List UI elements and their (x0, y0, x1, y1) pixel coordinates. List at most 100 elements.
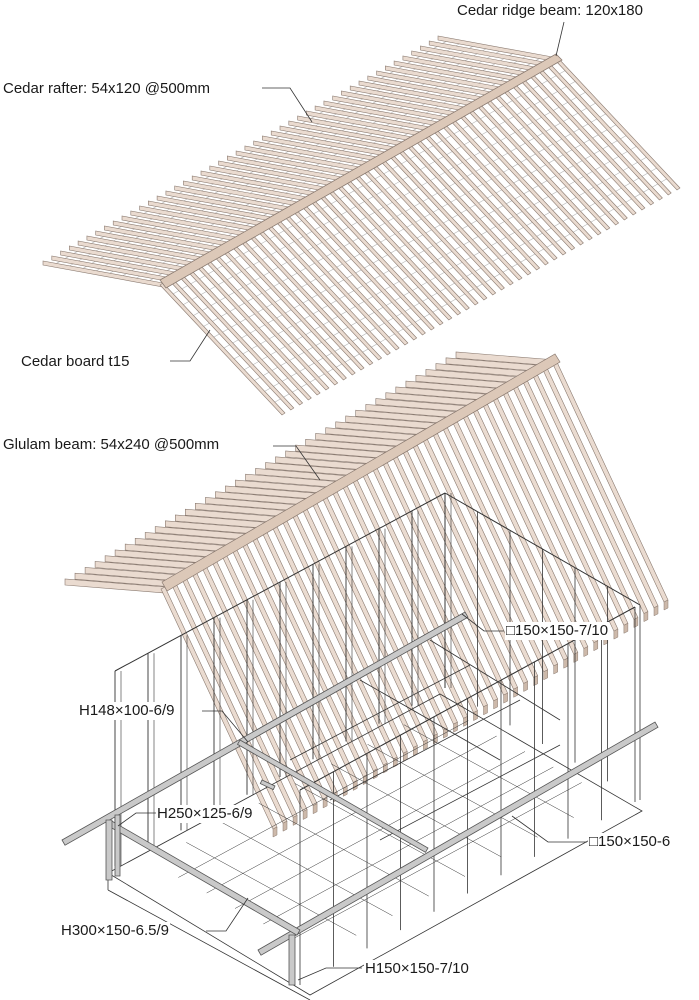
glulam-beam-end (282, 820, 288, 832)
label-ridge-beam: Cedar ridge beam: 120x180 (456, 2, 644, 20)
cedar-rafter-right (414, 137, 541, 271)
label-square-tube-mid: □150×150-6 (588, 833, 672, 851)
label-h300-beam: H300×150-6.5/9 (60, 922, 171, 940)
cedar-board-line (223, 122, 620, 349)
cedar-rafter-right (308, 197, 435, 331)
glulam-ridge (161, 353, 561, 592)
glulam-beam-end (643, 611, 649, 623)
cedar-rafter-right (545, 62, 672, 196)
cedar-rafter-right (352, 172, 479, 306)
glulam-beam-end (423, 739, 428, 751)
cedar-rafter-right (528, 72, 655, 206)
cedar-rafter-right (317, 192, 444, 326)
cedar-rafter-right (335, 182, 462, 316)
floor-joist (263, 766, 554, 925)
floor-joist (206, 735, 497, 894)
cedar-rafter-right (273, 217, 400, 351)
cedar-rafter-right (378, 157, 505, 291)
cedar-rafter-right (343, 177, 470, 311)
cedar-board-line (203, 101, 599, 327)
floor-joist (234, 751, 526, 909)
connector (259, 779, 276, 791)
cedar-rafter-right (484, 97, 611, 231)
glulam-beam-end (483, 704, 488, 716)
cedar-board-line (234, 133, 630, 360)
cedar-rafter-right (291, 207, 418, 341)
cedar-board-line (183, 79, 579, 305)
cedar-ridge-beam (159, 53, 563, 289)
partition (329, 699, 521, 801)
glulam-beam-end (563, 657, 568, 669)
cedar-rafter-right (370, 162, 497, 296)
label-h150-column: H150×150-7/10 (364, 960, 470, 978)
leader-rafter (262, 87, 313, 123)
cedar-rafter-right (299, 202, 426, 336)
cedar-rafter-right (449, 117, 576, 251)
cedar-board-line (244, 144, 640, 370)
cedar-rafter-right (440, 122, 567, 256)
leader-ridge-beam (555, 21, 565, 57)
cedar-board-line (254, 155, 650, 381)
leader-h300-beam (206, 897, 249, 932)
h148-cross-beam (236, 739, 429, 853)
cedar-rafter-right (475, 102, 602, 236)
glulam-beam-end (503, 692, 508, 704)
cedar-board-line (213, 111, 609, 338)
cedar-rafter-right (212, 252, 339, 386)
leader-lines (117, 21, 587, 981)
cedar-rafter-right (466, 107, 593, 241)
cedar-rafter-right (422, 132, 549, 266)
h250-column (114, 814, 121, 877)
cedar-board-line (264, 166, 660, 392)
glulam-beam-end (302, 809, 308, 820)
cedar-rafter-right (194, 262, 321, 396)
glulam-beam-end (473, 710, 478, 722)
cedar-rafter-right (256, 227, 383, 361)
partition (359, 679, 501, 761)
cedar-rafter-right (264, 222, 391, 356)
glulam-beam-end (312, 803, 318, 815)
glulam-beam-end (543, 669, 548, 681)
cedar-board-line (173, 68, 569, 295)
cedar-rafter-right (361, 167, 488, 301)
steel-frame-layer (61, 492, 659, 1000)
square-tube-top-beam (61, 611, 469, 846)
h150-column (288, 934, 296, 986)
cedar-rafter-right (247, 232, 374, 366)
h300-beam (106, 819, 301, 936)
cedar-rafter-right (501, 87, 628, 221)
glulam-beam-end (613, 628, 619, 640)
foundation-outline (107, 693, 643, 996)
cedar-rafter-right (177, 272, 304, 406)
glulam-beam-end (553, 663, 558, 675)
label-h148-beam: H148×100-6/9 (78, 702, 176, 720)
label-h250-beam: H250×125-6/9 (156, 805, 254, 823)
label-glulam-beam: Glulam beam: 54x240 @500mm (2, 436, 221, 454)
partition (429, 639, 561, 721)
leader-h148-beam (202, 710, 249, 743)
glulam-beam-end (633, 617, 639, 628)
rafter-layer (42, 35, 681, 416)
cedar-rafter-right (510, 82, 637, 216)
cedar-rafter-right (229, 242, 356, 376)
partition (379, 744, 561, 841)
glulam-beam-layer (64, 351, 669, 838)
cedar-rafter-right (457, 112, 584, 246)
cedar-rafter-right (536, 67, 663, 201)
glulam-beam-end (413, 745, 418, 756)
cedar-rafter-right (405, 142, 532, 276)
cedar-rafter-right (519, 77, 646, 211)
leader-h150-column (297, 967, 362, 981)
cedar-rafter-right (326, 187, 453, 321)
cedar-rafter-right (220, 247, 347, 381)
cedar-rafter-right (493, 92, 620, 226)
cedar-rafter-right (159, 282, 286, 416)
glulam-beam-end (663, 599, 669, 611)
cedar-board-line (274, 176, 670, 403)
leader-square-tube-mid (511, 815, 587, 843)
square-tube-near-beam (257, 721, 659, 956)
leader-h250-beam (117, 812, 156, 827)
h250-column (105, 819, 113, 881)
